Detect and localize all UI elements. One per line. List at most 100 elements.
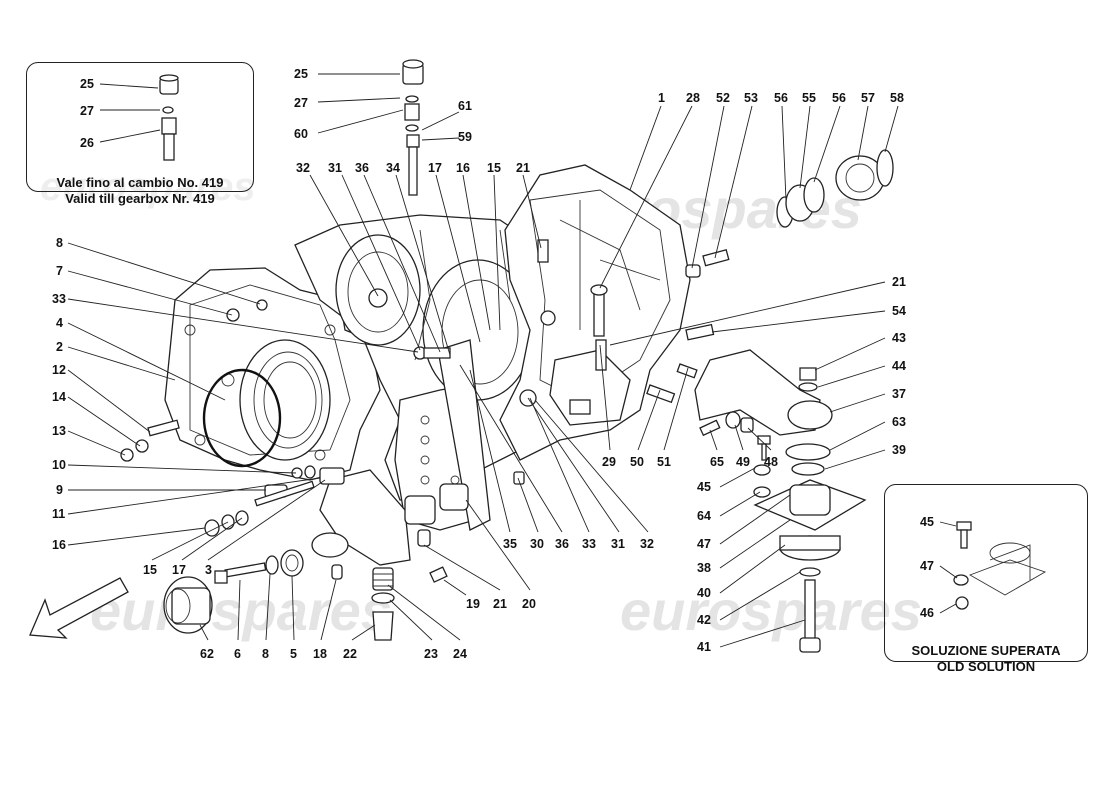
callout: 27 [80, 104, 94, 118]
callout: 47 [920, 559, 934, 573]
callout: 8 [56, 236, 63, 250]
callout: 56 [774, 91, 788, 105]
callout: 38 [697, 561, 711, 575]
callout: 42 [697, 613, 711, 627]
callout: 25 [294, 67, 308, 81]
callout: 19 [466, 597, 480, 611]
inset-bottom-right-parts [953, 521, 1047, 610]
callout: 9 [56, 483, 63, 497]
callout: 48 [764, 455, 778, 469]
inset-box-bottom-right: SOLUZIONE SUPERATA OLD SOLUTION [884, 484, 1088, 674]
callout: 21 [516, 161, 530, 175]
callout: 18 [313, 647, 327, 661]
callout: 33 [52, 292, 66, 306]
callout: 13 [52, 424, 66, 438]
callout: 3 [205, 563, 212, 577]
small-parts [29, 59, 525, 641]
inset-caption-line2: Valid till gearbox Nr. 419 [65, 191, 215, 206]
callout: 20 [522, 597, 536, 611]
callout: 44 [892, 359, 906, 373]
callout: 24 [453, 647, 467, 661]
callout: 45 [697, 480, 711, 494]
callout: 5 [290, 647, 297, 661]
inset-caption-line2: OLD SOLUTION [936, 659, 1036, 674]
callout: 29 [602, 455, 616, 469]
callout: 31 [611, 537, 625, 551]
callout: 37 [892, 387, 906, 401]
callout: 27 [294, 96, 308, 110]
inset-top-left-parts [159, 74, 179, 161]
watermark-text: eurospares [40, 165, 256, 209]
callout: 8 [262, 647, 269, 661]
callout: 51 [657, 455, 671, 469]
inset-caption-line1: Vale fino al cambio No. 419 [56, 175, 224, 190]
callout: 14 [52, 390, 66, 404]
callout: 1 [658, 91, 665, 105]
callout: 10 [52, 458, 66, 472]
callout: 23 [424, 647, 438, 661]
gearbox-housing-front [164, 267, 381, 481]
callout: 43 [892, 331, 906, 345]
callout: 62 [200, 647, 214, 661]
callout: 31 [328, 161, 342, 175]
callout: 11 [52, 507, 65, 521]
callout: 32 [296, 161, 310, 175]
callout: 45 [920, 515, 934, 529]
callout: 15 [487, 161, 501, 175]
callout: 54 [892, 304, 906, 318]
watermark-text: eurospares [620, 579, 922, 642]
callout: 36 [555, 537, 569, 551]
callout: 49 [736, 455, 750, 469]
callout: 21 [892, 275, 906, 289]
callout: 33 [582, 537, 596, 551]
callout: 57 [861, 91, 875, 105]
callout: 39 [892, 443, 906, 457]
callout-labels: 25 27 26 25 27 60 61 59 32 31 36 34 17 1… [52, 67, 934, 661]
callout: 56 [832, 91, 846, 105]
callout: 59 [458, 130, 472, 144]
callout: 36 [355, 161, 369, 175]
callout: 21 [493, 597, 507, 611]
callout: 46 [920, 606, 934, 620]
callout: 50 [630, 455, 644, 469]
bearing-group [646, 149, 894, 404]
callout: 52 [716, 91, 730, 105]
callout: 6 [234, 647, 241, 661]
callout: 34 [386, 161, 400, 175]
callout: 58 [890, 91, 904, 105]
callout: 61 [458, 99, 472, 113]
callout: 30 [530, 537, 544, 551]
inset-box-top-left: Vale fino al cambio No. 419 Valid till g… [26, 62, 254, 206]
gearbox-housing-rear [499, 164, 691, 461]
callout: 15 [143, 563, 157, 577]
callout: 55 [802, 91, 816, 105]
callout: 16 [456, 161, 470, 175]
watermark-text: eurospares [90, 579, 392, 642]
callout: 22 [343, 647, 357, 661]
callout: 28 [686, 91, 700, 105]
callout: 12 [52, 363, 66, 377]
leader-lines [67, 73, 958, 648]
callout: 17 [428, 161, 442, 175]
callout: 65 [710, 455, 724, 469]
callout: 41 [697, 640, 711, 654]
callout: 32 [640, 537, 654, 551]
callout: 26 [80, 136, 94, 150]
callout: 63 [892, 415, 906, 429]
callout: 4 [56, 316, 63, 330]
inset-caption-line1: SOLUZIONE SUPERATA [911, 643, 1061, 658]
callout: 16 [52, 538, 66, 552]
callout: 35 [503, 537, 517, 551]
callout: 60 [294, 127, 308, 141]
callout: 53 [744, 91, 758, 105]
callout: 40 [697, 586, 711, 600]
callout: 47 [697, 537, 711, 551]
callout: 17 [172, 563, 186, 577]
callout: 25 [80, 77, 94, 91]
direction-arrow-icon [29, 577, 129, 639]
callout: 2 [56, 340, 63, 354]
engine-mount-group [694, 349, 867, 653]
callout: 64 [697, 509, 711, 523]
callout: 7 [56, 264, 63, 278]
